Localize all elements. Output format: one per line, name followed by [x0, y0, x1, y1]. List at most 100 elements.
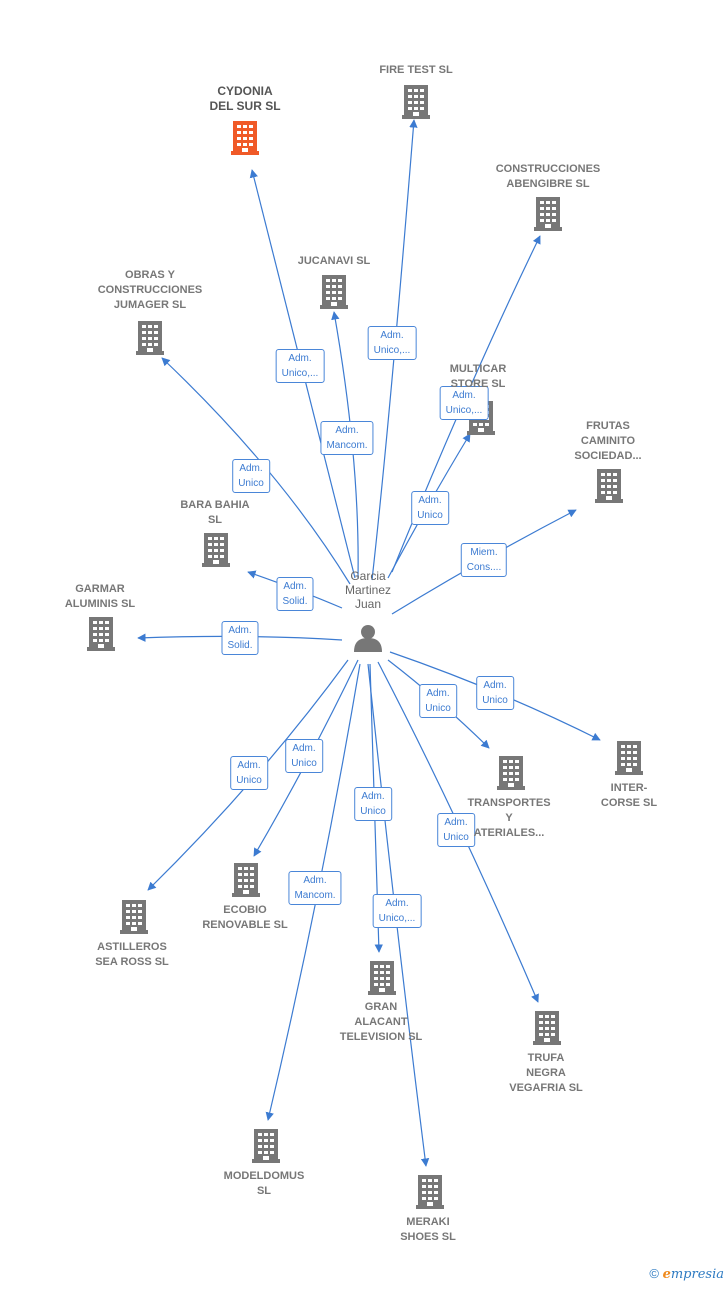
edge-label-meraki[interactable]: Adm.Unico,...: [372, 894, 422, 928]
building-icon[interactable]: [202, 533, 230, 567]
edge-label-multicar-store[interactable]: Adm.Unico,...: [439, 386, 489, 420]
brand-initial: e: [662, 1267, 671, 1282]
node-label-line: SL: [207, 514, 223, 526]
edge-label-line: Solid.: [282, 596, 308, 607]
footer-brand: © empresia: [649, 1266, 724, 1282]
edge-label-fire-test[interactable]: Adm.Unico,...: [367, 326, 417, 360]
edge-label-cydonia[interactable]: Adm. Unico,...: [275, 349, 325, 383]
building-icon[interactable]: [595, 469, 623, 503]
building-icon[interactable]: [120, 900, 148, 934]
edge-label-garmar[interactable]: Adm.Solid.: [221, 621, 259, 655]
edge-label-bara-bahia[interactable]: Adm. Solid.: [276, 577, 314, 611]
node-label-line: JUCANAVI SL: [297, 255, 371, 267]
edge-label-line: Cons....: [466, 562, 502, 573]
building-icon[interactable]: [87, 617, 115, 651]
node-label-line: Y: [505, 812, 513, 824]
node-label-line: MODELDOMUS: [223, 1170, 305, 1182]
edge-label-line: Unico,...: [445, 405, 483, 416]
edge-label-line: Adm.: [283, 581, 307, 592]
node-label-line: GRAN: [364, 1001, 398, 1013]
node-label-jucanavi[interactable]: JUCANAVI SL: [298, 254, 371, 269]
building-icon[interactable]: [320, 275, 348, 309]
building-icon[interactable]: [231, 121, 259, 155]
node-label-line: CYDONIA: [217, 84, 273, 98]
edge-label-obras-jumager[interactable]: Adm.Unico: [232, 459, 270, 493]
building-icon[interactable]: [497, 756, 525, 790]
edge-label-astilleros[interactable]: Adm. Unico: [230, 756, 268, 790]
edge-label-line: Unico: [443, 832, 469, 843]
node-label-line: TELEVISION SL: [339, 1031, 423, 1043]
node-label-line: CORSE SL: [600, 797, 658, 809]
edge-label-line: Unico,...: [378, 913, 416, 924]
building-icon[interactable]: [533, 1011, 561, 1045]
edge-label-line: Adm.: [239, 463, 263, 474]
building-icon[interactable]: [615, 741, 643, 775]
node-label-construcciones-abengibre[interactable]: CONSTRUCCIONES ABENGIBRE SL: [496, 162, 601, 192]
edge-label-frutas-caminito[interactable]: Miem. Cons....: [460, 543, 508, 577]
building-icon[interactable]: [368, 961, 396, 995]
edge-label-inter-corse[interactable]: Adm. Unico: [476, 676, 514, 710]
edge-label-line: Miem.: [470, 547, 498, 558]
edge-label-line: Adm.: [444, 817, 468, 828]
node-label-line: SOCIEDAD...: [574, 450, 642, 462]
edge-label-line: Solid.: [227, 640, 253, 651]
building-icon[interactable]: [232, 863, 260, 897]
edge-label-line: Adm.: [418, 495, 442, 506]
edge-label-line: Mancom.: [326, 440, 368, 451]
building-icon[interactable]: [252, 1129, 280, 1163]
node-label-line: SEA ROSS SL: [95, 956, 169, 968]
building-icon[interactable]: [402, 85, 430, 119]
node-label-line: CONSTRUCCIONES: [97, 284, 203, 296]
edge-fire-test: [371, 119, 418, 581]
edge-label-modeldomus[interactable]: Adm.Mancom.: [288, 871, 342, 905]
building-icon[interactable]: [416, 1175, 444, 1209]
node-label-line: STORE SL: [450, 378, 506, 390]
node-label-line: FRUTAS: [586, 420, 630, 432]
node-label-line: GARMAR: [75, 583, 125, 595]
node-label-line: OBRAS Y: [125, 269, 175, 281]
edge-label-line: Unico: [291, 758, 317, 769]
node-label-line: BARA BAHIA: [180, 499, 250, 511]
edge-label-jucanavi[interactable]: Adm. Mancom.: [320, 421, 374, 455]
edge-label-ecobio[interactable]: Adm.Unico: [285, 739, 323, 773]
edge-label-line: Adm.: [288, 353, 312, 364]
edge-label-line: Unico: [360, 806, 386, 817]
node-label-line: CONSTRUCCIONES: [495, 163, 601, 175]
node-label-inter-corse[interactable]: INTER-CORSE SL: [601, 781, 657, 811]
building-icon[interactable]: [136, 321, 164, 355]
node-label-line: VEGAFRIA SL: [509, 1082, 583, 1094]
node-label-bara-bahia[interactable]: BARA BAHIA SL: [180, 498, 249, 528]
edge-label-line: Unico: [425, 703, 451, 714]
edge-label-line: Unico: [236, 775, 262, 786]
edge-label-line: Unico,...: [281, 368, 319, 379]
edge-label-line: Adm.: [483, 680, 507, 691]
building-icon[interactable]: [534, 197, 562, 231]
edge-label-line: Unico: [482, 695, 508, 706]
node-label-line: ECOBIO: [223, 904, 267, 916]
edge-label-construcciones-abengibre[interactable]: Adm.Unico: [411, 491, 449, 525]
node-label-line: ABENGIBRE SL: [506, 178, 590, 190]
edge-label-line: Adm.: [335, 425, 359, 436]
node-label-fire-test[interactable]: FIRE TEST SL: [379, 63, 452, 78]
edge-label-line: Unico,...: [373, 345, 411, 356]
edge-label-line: Adm.: [237, 760, 261, 771]
edge-label-transportes[interactable]: Adm.Unico: [419, 684, 457, 718]
edge-cydonia: [249, 169, 356, 579]
person-name-line: Garcia: [350, 569, 386, 583]
edge-label-gran-alacant[interactable]: Adm.Unico: [354, 787, 392, 821]
edge-label-trufa-negra[interactable]: Adm. Unico: [437, 813, 475, 847]
